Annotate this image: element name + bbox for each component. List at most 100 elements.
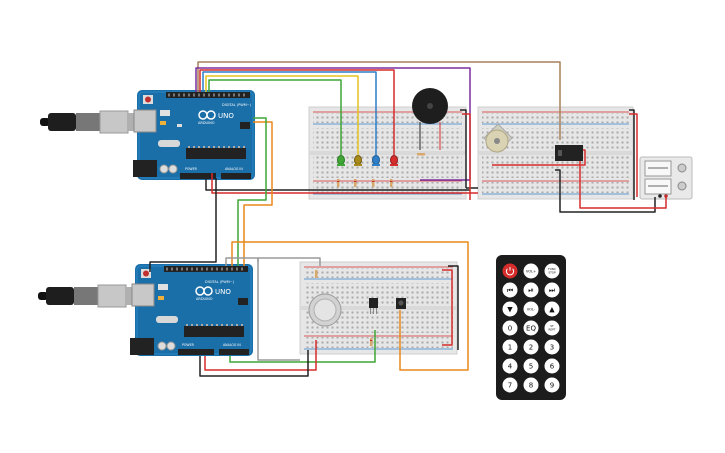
- wire-green-link[interactable]: [237, 117, 267, 266]
- wire-black-rail[interactable]: [460, 109, 478, 189]
- usb-cable-top: [40, 110, 140, 134]
- wire-red-psu[interactable]: [579, 158, 667, 209]
- resistors-led[interactable]: [337, 153, 425, 187]
- wire-black-link[interactable]: [149, 178, 217, 272]
- remote-button-label: ⏯: [528, 287, 534, 295]
- remote-button-label: STOP: [548, 271, 556, 275]
- remote-button-label: ⏭: [549, 287, 556, 295]
- wire-gray-bottom-2[interactable]: [225, 257, 300, 361]
- remote-button-label: 7: [508, 382, 512, 390]
- arduino-bottom-analog-label: ANALOG IN: [223, 343, 241, 347]
- wire-black-bottom[interactable]: [199, 350, 309, 377]
- power-icon: [505, 268, 515, 276]
- arduino-top-model: UNO: [218, 112, 234, 120]
- remote-button[interactable]: 5: [523, 358, 539, 374]
- wire-green-bottom[interactable]: [229, 330, 376, 363]
- wire-red-rail[interactable]: [462, 113, 471, 200]
- remote-button[interactable]: 4: [502, 358, 518, 374]
- arduino-uno-bottom[interactable]: DIGITAL (PWM~) ARDUINO UNO POWER ANALOG …: [130, 264, 253, 356]
- remote-button-label: 8: [529, 382, 533, 390]
- arduino-top-logo: ARDUINO UNO: [198, 110, 234, 125]
- arduino-bottom-digital-label: DIGITAL (PWM~): [205, 280, 235, 284]
- remote-button[interactable]: ⏭: [544, 282, 560, 298]
- gas-sensor[interactable]: [308, 293, 342, 327]
- remote-button[interactable]: 6: [544, 358, 560, 374]
- arduino-bottom-logo: ARDUINO UNO: [195, 286, 231, 301]
- power-supply[interactable]: [639, 156, 693, 200]
- remote-button[interactable]: VOL+: [523, 263, 539, 279]
- wire-black-top-gnd[interactable]: [205, 173, 470, 191]
- remote-button[interactable]: ⏯: [523, 282, 539, 298]
- wire-black-bottom-rail[interactable]: [448, 265, 459, 350]
- remote-button-label: VOL+: [526, 270, 536, 274]
- wire-red-bottom-rail[interactable]: [442, 269, 453, 346]
- remote-button[interactable]: 1: [502, 339, 518, 355]
- wire-black-right[interactable]: [629, 109, 635, 200]
- wire-purple-top[interactable]: [195, 67, 471, 181]
- remote-button-label: ⏮: [507, 287, 513, 295]
- wire-black-relay[interactable]: [555, 169, 656, 213]
- wire-red-top[interactable]: [199, 69, 395, 155]
- remote-button[interactable]: ⏮: [502, 282, 518, 298]
- led-green[interactable]: [337, 155, 345, 167]
- remote-button[interactable]: EQ: [523, 320, 539, 336]
- wire-red-right[interactable]: [629, 113, 638, 197]
- led-blue[interactable]: [372, 155, 380, 167]
- arduino-uno-top[interactable]: DIGITAL (PWM~) ARDUINO UNO POWER ANALOG …: [133, 90, 255, 180]
- usb-cable-bottom: [38, 284, 134, 308]
- remote-button-label: FUNC: [548, 267, 556, 271]
- temperature-sensor[interactable]: [369, 298, 378, 314]
- breadboard-top-right[interactable]: [477, 106, 634, 200]
- remote-button-label: ▼: [507, 306, 513, 314]
- remote-button[interactable]: ▼: [502, 301, 518, 317]
- arduino-bottom-brand: ARDUINO: [196, 297, 213, 301]
- remote-button[interactable]: 9: [544, 377, 560, 393]
- led-red[interactable]: [390, 155, 398, 167]
- wires: [149, 61, 667, 377]
- remote-button-label: VOL-: [527, 308, 536, 312]
- resistors-bottom[interactable]: [315, 270, 373, 346]
- wire-blue-top[interactable]: [202, 71, 377, 155]
- remote-button-label: REPT: [548, 328, 555, 332]
- remote-button[interactable]: 0: [502, 320, 518, 336]
- wire-yellow-top[interactable]: [205, 75, 359, 155]
- arduino-top-digital-label: DIGITAL (PWM~): [222, 103, 252, 107]
- buzzer[interactable]: [412, 88, 448, 124]
- wire-green-top[interactable]: [208, 79, 342, 155]
- remote-button-label: 3: [550, 344, 554, 352]
- remote-power-button[interactable]: [502, 263, 518, 279]
- wire-brown-top[interactable]: [197, 61, 561, 140]
- remote-button[interactable]: 8: [523, 377, 539, 393]
- dc-motor[interactable]: [483, 123, 513, 153]
- breadboard-top-left[interactable]: [308, 106, 467, 200]
- remote-button[interactable]: 3: [544, 339, 560, 355]
- remote-button-label: 1: [508, 344, 512, 352]
- remote-button-label: 5: [529, 363, 533, 371]
- remote-button-label: 9: [550, 382, 554, 390]
- wire-red-top-5v[interactable]: [211, 173, 478, 194]
- ir-receiver[interactable]: [396, 298, 406, 309]
- remote-button[interactable]: ▲: [544, 301, 560, 317]
- arduino-top-power-label: POWER: [185, 167, 198, 171]
- remote-button-label: ST: [550, 324, 554, 328]
- led-yellow[interactable]: [354, 155, 362, 167]
- arduino-top-analog-label: ANALOG IN: [225, 167, 243, 171]
- remote-button-label: 6: [550, 363, 555, 371]
- remote-button[interactable]: VOL-: [523, 301, 539, 317]
- arduino-bottom-model: UNO: [215, 288, 231, 296]
- remote-button[interactable]: 7: [502, 377, 518, 393]
- remote-button-label: 4: [508, 363, 513, 371]
- remote-button-label: EQ: [526, 325, 536, 333]
- wire-orange-bottom[interactable]: [231, 241, 469, 371]
- remote-button[interactable]: 2: [523, 339, 539, 355]
- wire-red-bottom[interactable]: [204, 340, 317, 371]
- arduino-top-brand: ARDUINO: [198, 121, 215, 125]
- relay[interactable]: [555, 145, 583, 161]
- remote-button-label: 0: [508, 325, 512, 333]
- remote-button-label: ▲: [549, 306, 555, 314]
